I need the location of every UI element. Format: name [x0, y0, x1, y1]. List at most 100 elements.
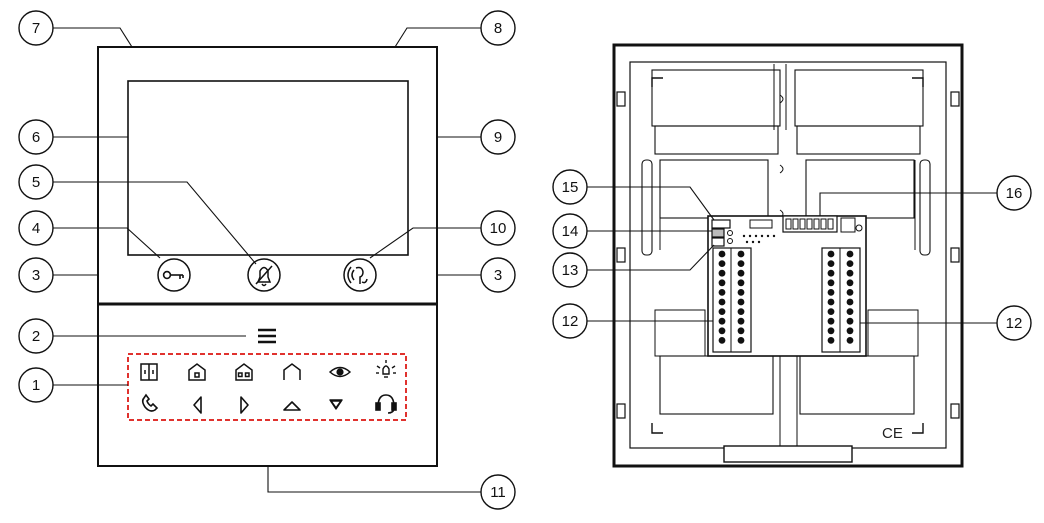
mute-bell-button[interactable]: [247, 258, 281, 292]
arrow-right-icon[interactable]: [240, 396, 249, 414]
svg-text:13: 13: [562, 262, 579, 279]
terminal-block-right: [821, 247, 861, 353]
terminal-screw: [737, 289, 745, 296]
hamburger-menu-icon[interactable]: [258, 328, 276, 344]
arrow-left-icon[interactable]: [193, 396, 202, 414]
terminal-screw: [737, 308, 745, 315]
terminal-screw: [718, 317, 726, 325]
answer-call-button[interactable]: [343, 258, 377, 292]
terminal-screw: [737, 279, 745, 287]
headset-icon[interactable]: [375, 394, 397, 414]
terminal-screw: [718, 308, 726, 315]
terminal-screw: [737, 298, 745, 306]
eye-icon[interactable]: [328, 366, 352, 378]
bracket-rear-view: [612, 43, 964, 468]
svg-text:14: 14: [562, 223, 579, 240]
callout-4: 4: [18, 210, 54, 246]
terminal-screw: [718, 250, 726, 258]
light-icon[interactable]: [376, 360, 396, 378]
terminal-screw: [827, 317, 835, 325]
svg-text:11: 11: [490, 484, 506, 501]
callout-11: 11: [480, 474, 516, 510]
svg-text:9: 9: [494, 129, 502, 146]
svg-text:16: 16: [1006, 185, 1023, 202]
svg-text:4: 4: [32, 220, 40, 237]
svg-text:8: 8: [494, 20, 502, 37]
terminal-screw: [737, 250, 745, 258]
terminal-screw: [827, 250, 835, 258]
callout-2: 2: [18, 318, 54, 354]
svg-text:3: 3: [32, 267, 40, 284]
svg-text:2: 2: [32, 328, 40, 345]
door-icon[interactable]: [140, 363, 158, 381]
touch-keys-outline: [127, 353, 407, 421]
callout-6: 6: [18, 119, 54, 155]
bell-mute-icon: [255, 265, 273, 287]
terminal-screw: [718, 289, 726, 296]
svg-text:7: 7: [32, 20, 40, 37]
callout-9: 9: [480, 119, 516, 155]
callout-8: 8: [480, 10, 516, 46]
callout-7: 7: [18, 10, 54, 46]
terminal-screw: [737, 317, 745, 325]
svg-text:5: 5: [32, 174, 40, 191]
terminal-screw: [718, 260, 726, 267]
terminal-screw: [718, 269, 726, 277]
terminal-screw: [846, 337, 854, 344]
rear-leader-lines: [587, 186, 998, 324]
terminal-block-left: [712, 247, 752, 353]
terminal-screw: [827, 269, 835, 277]
terminal-screw: [846, 327, 854, 335]
callout-13: 13: [552, 252, 588, 288]
terminal-screw: [846, 260, 854, 267]
monitor-screen: [127, 80, 409, 256]
terminal-screw: [846, 250, 854, 258]
phone-icon[interactable]: [141, 393, 159, 412]
svg-text:6: 6: [32, 129, 40, 146]
callout-3-right: 3: [480, 257, 516, 293]
callout-10: 10: [480, 210, 516, 246]
arrow-up-icon[interactable]: [283, 401, 301, 411]
callout-5: 5: [18, 164, 54, 200]
ce-mark: CE: [882, 425, 903, 442]
svg-text:3: 3: [494, 267, 502, 284]
home-1-icon[interactable]: [188, 363, 206, 381]
monitor-front-view: [97, 46, 438, 467]
terminal-screw: [718, 337, 726, 344]
terminal-screw: [827, 279, 835, 287]
home-2-icon[interactable]: [235, 363, 253, 381]
terminal-screw: [737, 260, 745, 267]
terminal-screw: [827, 298, 835, 306]
terminal-screw: [846, 308, 854, 315]
callout-12-right: 12: [996, 305, 1032, 341]
rear-callouts: 15 14 13 12 16 12: [552, 169, 1032, 341]
callout-15: 15: [552, 169, 588, 205]
front-callouts: 7 8 6 9 5 4 10 3: [18, 10, 516, 510]
callout-12-left: 12: [552, 303, 588, 339]
arrow-down-icon[interactable]: [329, 399, 343, 410]
terminal-screw: [827, 327, 835, 335]
terminal-screw: [846, 279, 854, 287]
terminal-screw: [827, 337, 835, 344]
home-away-icon[interactable]: [283, 363, 301, 380]
terminal-screw: [718, 298, 726, 306]
svg-text:12: 12: [1006, 315, 1023, 332]
callout-1: 1: [18, 367, 54, 403]
door-unlock-key-button[interactable]: [157, 258, 191, 292]
callout-14: 14: [552, 213, 588, 249]
svg-text:15: 15: [562, 179, 579, 196]
terminal-screw: [827, 308, 835, 315]
terminal-screw: [718, 327, 726, 335]
terminal-screw: [846, 317, 854, 325]
svg-text:12: 12: [562, 313, 579, 330]
terminal-screw: [718, 279, 726, 287]
svg-text:1: 1: [32, 377, 40, 394]
terminal-screw: [827, 260, 835, 267]
svg-text:10: 10: [490, 220, 507, 237]
terminal-screw: [737, 269, 745, 277]
terminal-screw: [737, 337, 745, 344]
voice-call-icon: [347, 266, 368, 284]
callout-3-left: 3: [18, 257, 54, 293]
terminal-screw: [737, 327, 745, 335]
